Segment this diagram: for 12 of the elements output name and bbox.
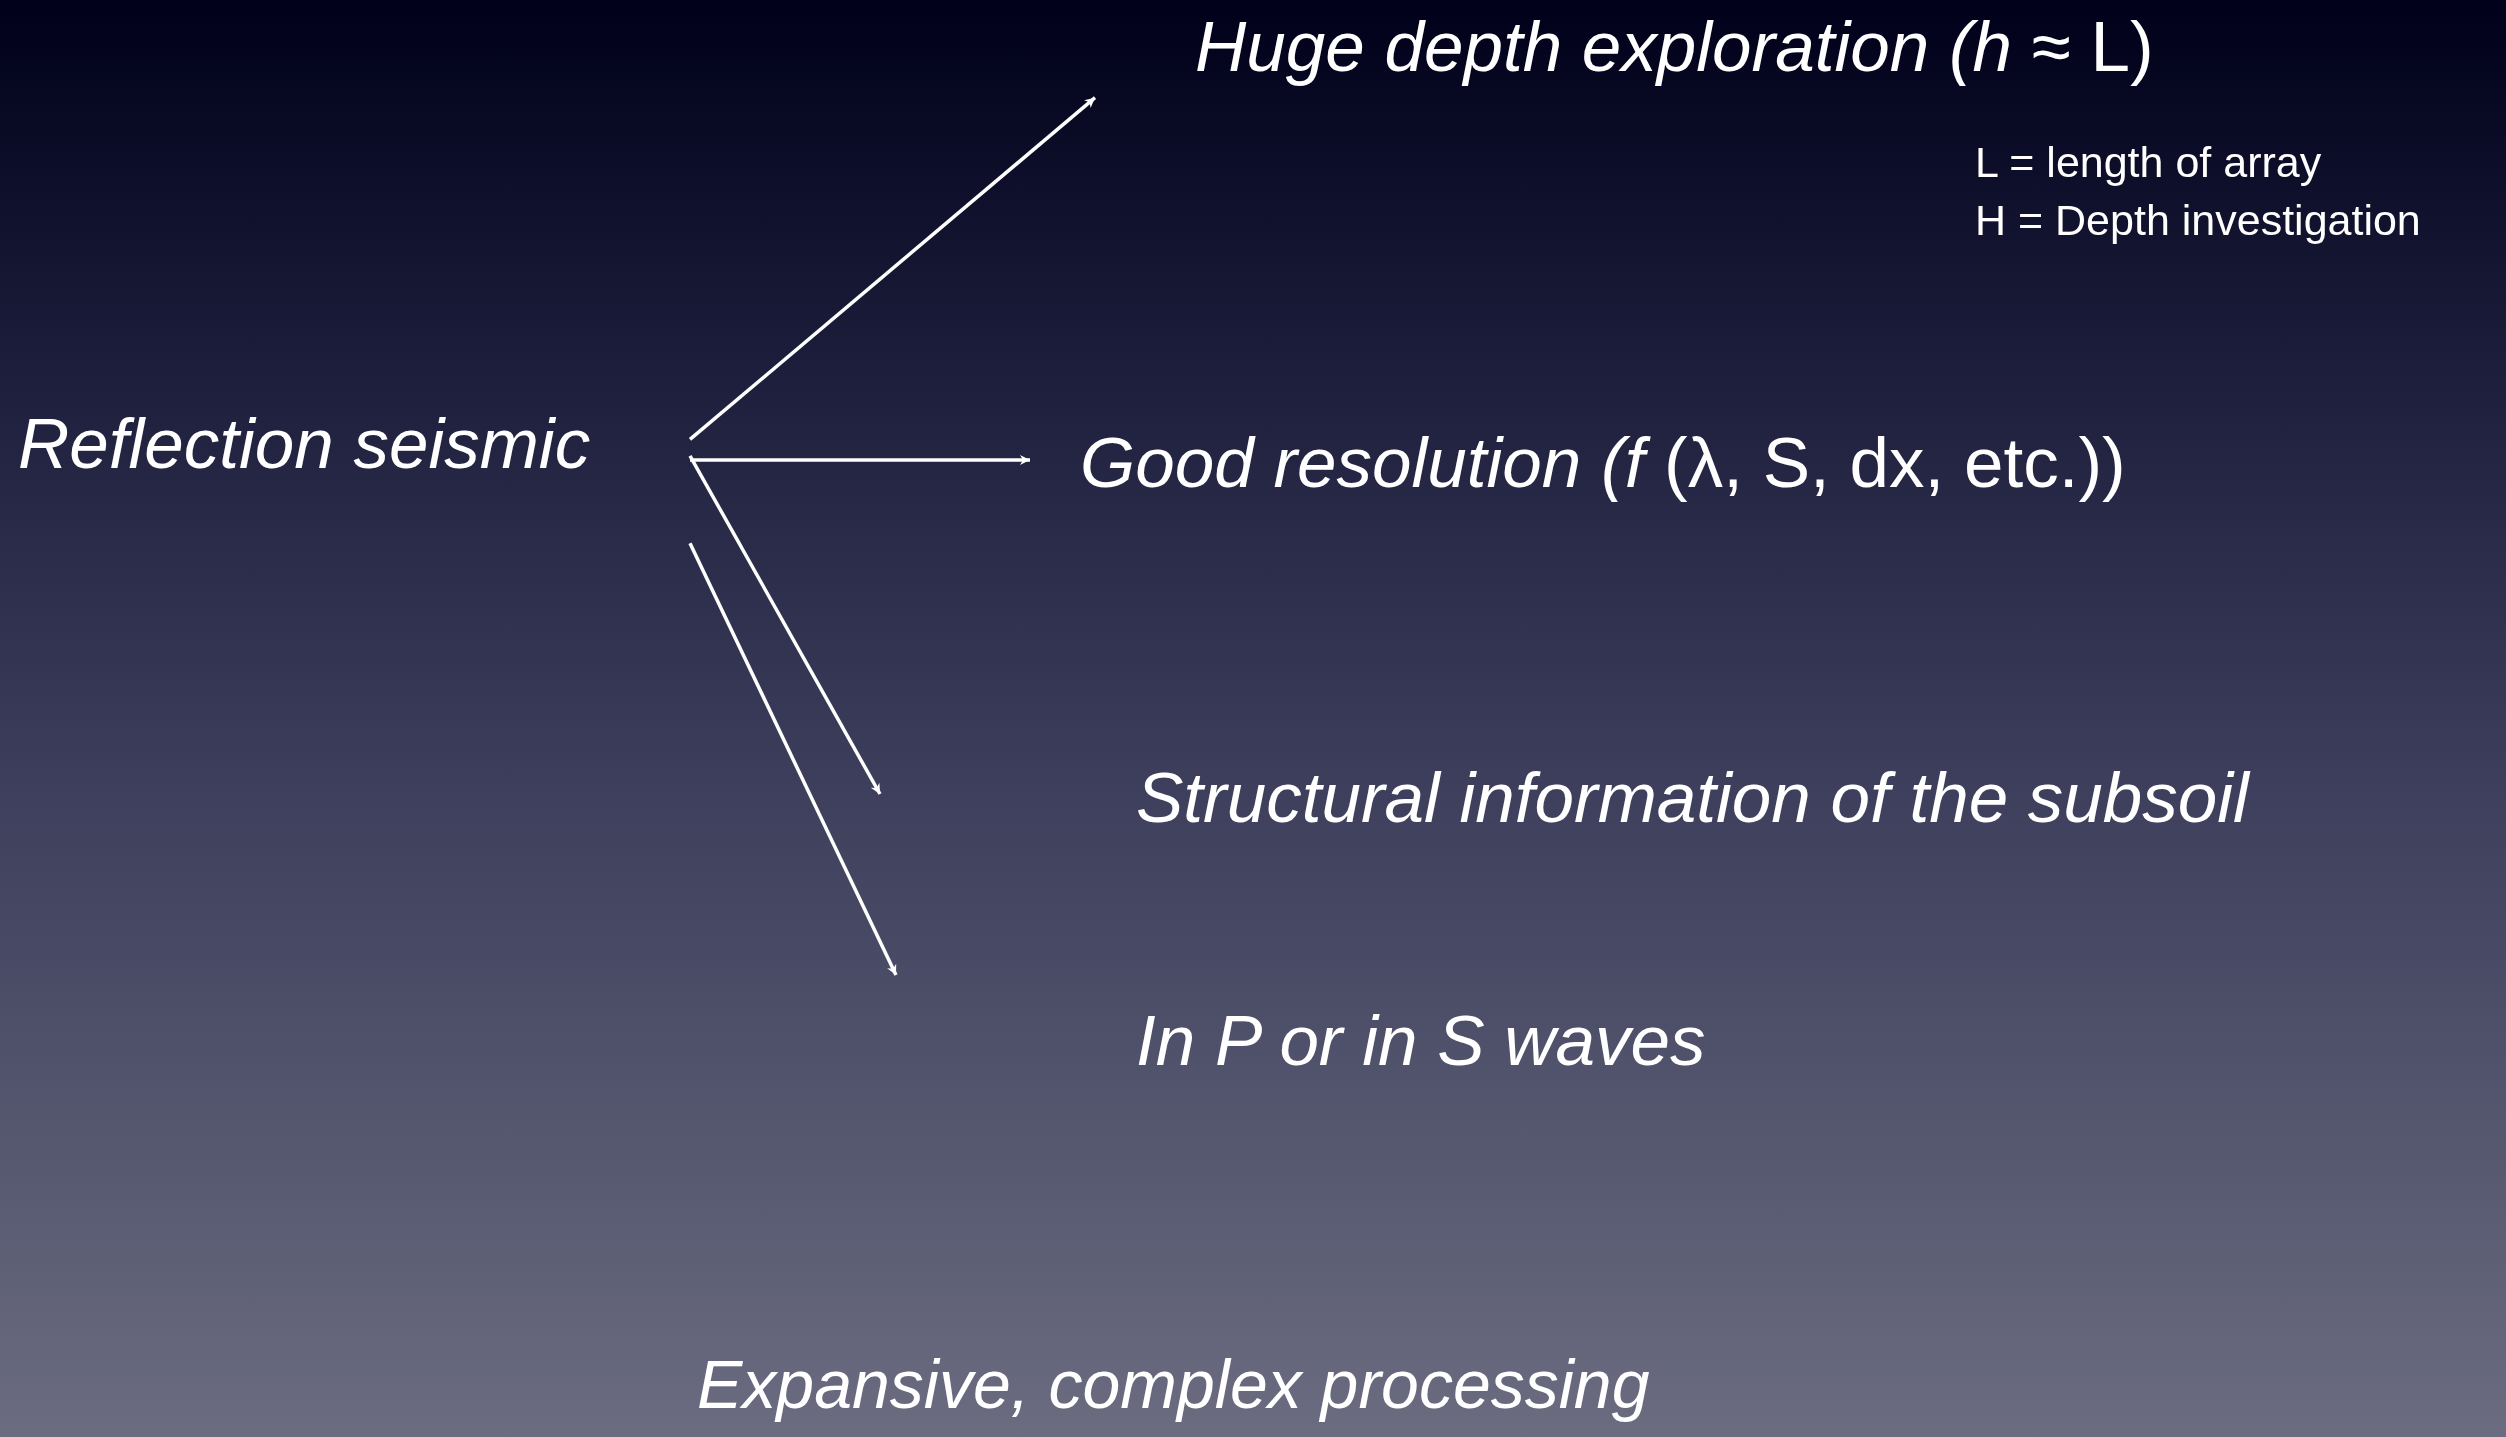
arrow bbox=[688, 454, 882, 795]
topic-text: Good resolution (f (λ, S, dx, etc.)) bbox=[1080, 422, 2126, 504]
arrow bbox=[688, 96, 1097, 441]
topic-text: Reflection seismic bbox=[18, 403, 591, 485]
topic-text: In P or in S waves bbox=[1136, 1000, 1706, 1082]
arrow bbox=[690, 455, 1030, 465]
note-text: Expansive, complex processing bbox=[697, 1345, 1650, 1423]
topic-text: Huge depth exploration (h ≈ L) bbox=[1195, 6, 2154, 88]
topic-text: Structural information of the subsoil bbox=[1136, 757, 2249, 839]
legend-note: L = length of array bbox=[1975, 138, 2322, 187]
arrow bbox=[688, 542, 898, 976]
legend-note: H = Depth investigation bbox=[1975, 196, 2421, 245]
